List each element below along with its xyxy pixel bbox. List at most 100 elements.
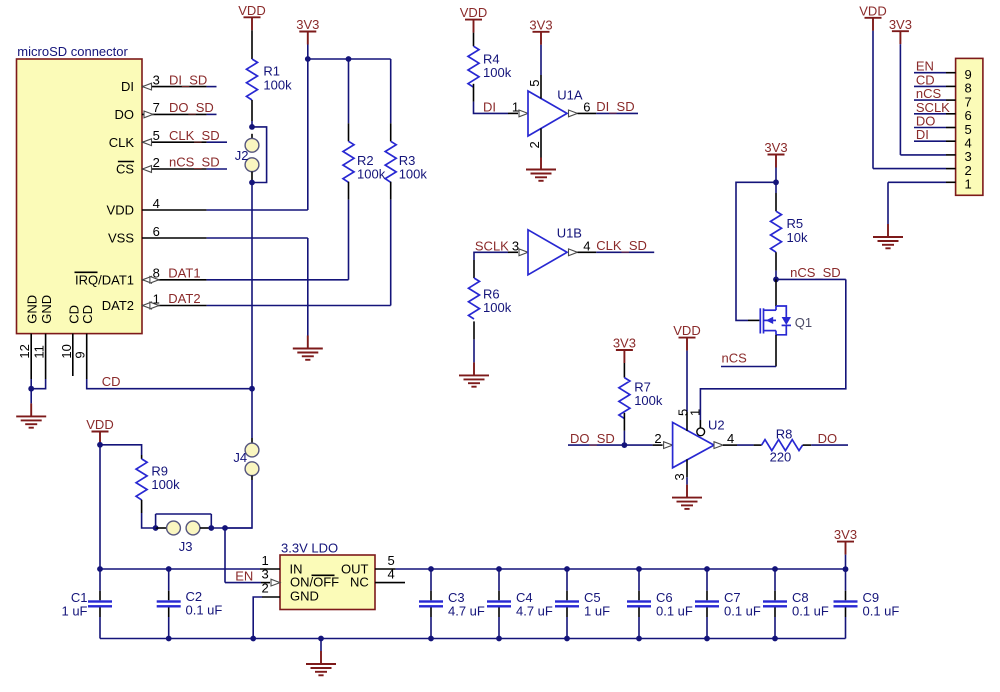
svg-text:220: 220 — [770, 450, 792, 465]
svg-text:CLK_SD: CLK_SD — [596, 238, 647, 253]
svg-text:3V3: 3V3 — [529, 17, 552, 32]
svg-text:CD: CD — [66, 305, 81, 324]
svg-text:DI: DI — [121, 79, 134, 94]
svg-text:C6: C6 — [656, 590, 673, 605]
svg-text:Q1: Q1 — [795, 315, 812, 330]
svg-text:R4: R4 — [483, 51, 500, 66]
svg-text:R2: R2 — [357, 153, 374, 168]
svg-text:IN: IN — [290, 562, 303, 577]
svg-text:1: 1 — [965, 177, 972, 192]
svg-text:3: 3 — [512, 238, 519, 253]
svg-text:GND: GND — [290, 589, 319, 604]
svg-text:SCLK: SCLK — [475, 238, 509, 253]
svg-text:2: 2 — [527, 141, 542, 148]
svg-text:DAT2: DAT2 — [168, 291, 200, 306]
svg-text:R6: R6 — [483, 286, 500, 301]
svg-text:C1: C1 — [71, 590, 88, 605]
svg-text:1: 1 — [153, 291, 160, 306]
svg-text:9: 9 — [73, 351, 88, 358]
svg-text:8: 8 — [153, 266, 160, 281]
svg-text:4: 4 — [153, 196, 160, 211]
svg-text:R8: R8 — [776, 426, 793, 441]
svg-text:DAT2: DAT2 — [102, 298, 134, 313]
svg-text:5: 5 — [388, 553, 395, 568]
svg-text:0.1 uF: 0.1 uF — [724, 603, 761, 618]
svg-text:C7: C7 — [724, 590, 741, 605]
svg-text:DI_SD: DI_SD — [596, 99, 634, 114]
svg-text:VDD: VDD — [238, 3, 265, 18]
svg-text:U2: U2 — [708, 418, 725, 433]
svg-text:ON/OFF: ON/OFF — [290, 574, 339, 589]
svg-text:microSD connector: microSD connector — [17, 44, 128, 59]
svg-text:nCS: nCS — [916, 86, 942, 101]
svg-text:4: 4 — [727, 431, 734, 446]
svg-text:C9: C9 — [863, 590, 880, 605]
svg-text:R9: R9 — [151, 464, 168, 479]
svg-text:DO_SD: DO_SD — [570, 431, 615, 446]
svg-text:100k: 100k — [399, 166, 428, 181]
svg-text:100k: 100k — [357, 166, 386, 181]
svg-text:DO_SD: DO_SD — [169, 100, 214, 115]
svg-text:3: 3 — [672, 473, 687, 480]
svg-text:4.7 uF: 4.7 uF — [448, 603, 485, 618]
svg-text:DAT1: DAT1 — [168, 266, 200, 281]
svg-text:VDD: VDD — [460, 5, 487, 20]
svg-text:3V3: 3V3 — [834, 527, 857, 542]
svg-text:CD: CD — [916, 72, 935, 87]
svg-text:100k: 100k — [483, 65, 512, 80]
svg-text:6: 6 — [153, 224, 160, 239]
svg-text:4.7 uF: 4.7 uF — [516, 603, 553, 618]
svg-text:OUT: OUT — [341, 562, 369, 577]
svg-text:DO: DO — [916, 114, 936, 129]
svg-text:DO: DO — [818, 431, 838, 446]
svg-text:0.1 uF: 0.1 uF — [656, 603, 693, 618]
svg-text:NC: NC — [350, 574, 369, 589]
svg-text:12: 12 — [17, 344, 32, 358]
svg-text:DI_SD: DI_SD — [169, 72, 207, 87]
svg-text:0.1 uF: 0.1 uF — [186, 602, 223, 617]
svg-text:10k: 10k — [787, 230, 808, 245]
svg-text:0.1 uF: 0.1 uF — [863, 603, 900, 618]
svg-text:100k: 100k — [634, 393, 663, 408]
svg-text:C3: C3 — [448, 590, 465, 605]
svg-text:CLK_SD: CLK_SD — [169, 128, 220, 143]
svg-text:C2: C2 — [186, 589, 203, 604]
svg-text:3: 3 — [262, 566, 269, 581]
svg-text:DI: DI — [916, 127, 929, 142]
svg-text:1 uF: 1 uF — [61, 604, 87, 619]
svg-text:CS: CS — [116, 162, 134, 177]
svg-text:1: 1 — [512, 99, 519, 114]
svg-text:C4: C4 — [516, 590, 533, 605]
svg-text:4: 4 — [965, 136, 972, 151]
svg-text:EN: EN — [235, 568, 253, 583]
svg-text:8: 8 — [965, 81, 972, 96]
svg-text:nCS_SD: nCS_SD — [169, 155, 220, 170]
svg-text:3V3: 3V3 — [764, 140, 787, 155]
svg-text:IRQ/DAT1: IRQ/DAT1 — [75, 272, 134, 287]
svg-text:SCLK: SCLK — [916, 100, 950, 115]
svg-text:100k: 100k — [151, 477, 180, 492]
svg-text:GND: GND — [25, 295, 40, 324]
svg-text:VDD: VDD — [107, 203, 134, 218]
svg-text:9: 9 — [965, 67, 972, 82]
svg-text:5: 5 — [676, 409, 691, 416]
svg-text:VDD: VDD — [859, 3, 886, 18]
svg-text:7: 7 — [153, 100, 160, 115]
svg-text:5: 5 — [965, 122, 972, 137]
svg-text:2: 2 — [654, 431, 661, 446]
svg-text:nCS_SD: nCS_SD — [790, 265, 841, 280]
svg-text:3V3: 3V3 — [613, 336, 636, 351]
svg-text:3V3: 3V3 — [296, 17, 319, 32]
svg-text:3.3V LDO: 3.3V LDO — [281, 541, 338, 556]
svg-text:U1B: U1B — [557, 226, 582, 241]
svg-text:VDD: VDD — [673, 323, 700, 338]
svg-text:1: 1 — [688, 409, 703, 416]
svg-text:2: 2 — [153, 155, 160, 170]
svg-text:U1A: U1A — [557, 88, 583, 103]
svg-text:DI: DI — [483, 99, 496, 114]
svg-text:6: 6 — [583, 99, 590, 114]
svg-text:3: 3 — [965, 149, 972, 164]
svg-text:2: 2 — [262, 580, 269, 595]
svg-text:J3: J3 — [179, 539, 193, 554]
svg-text:4: 4 — [583, 238, 590, 253]
